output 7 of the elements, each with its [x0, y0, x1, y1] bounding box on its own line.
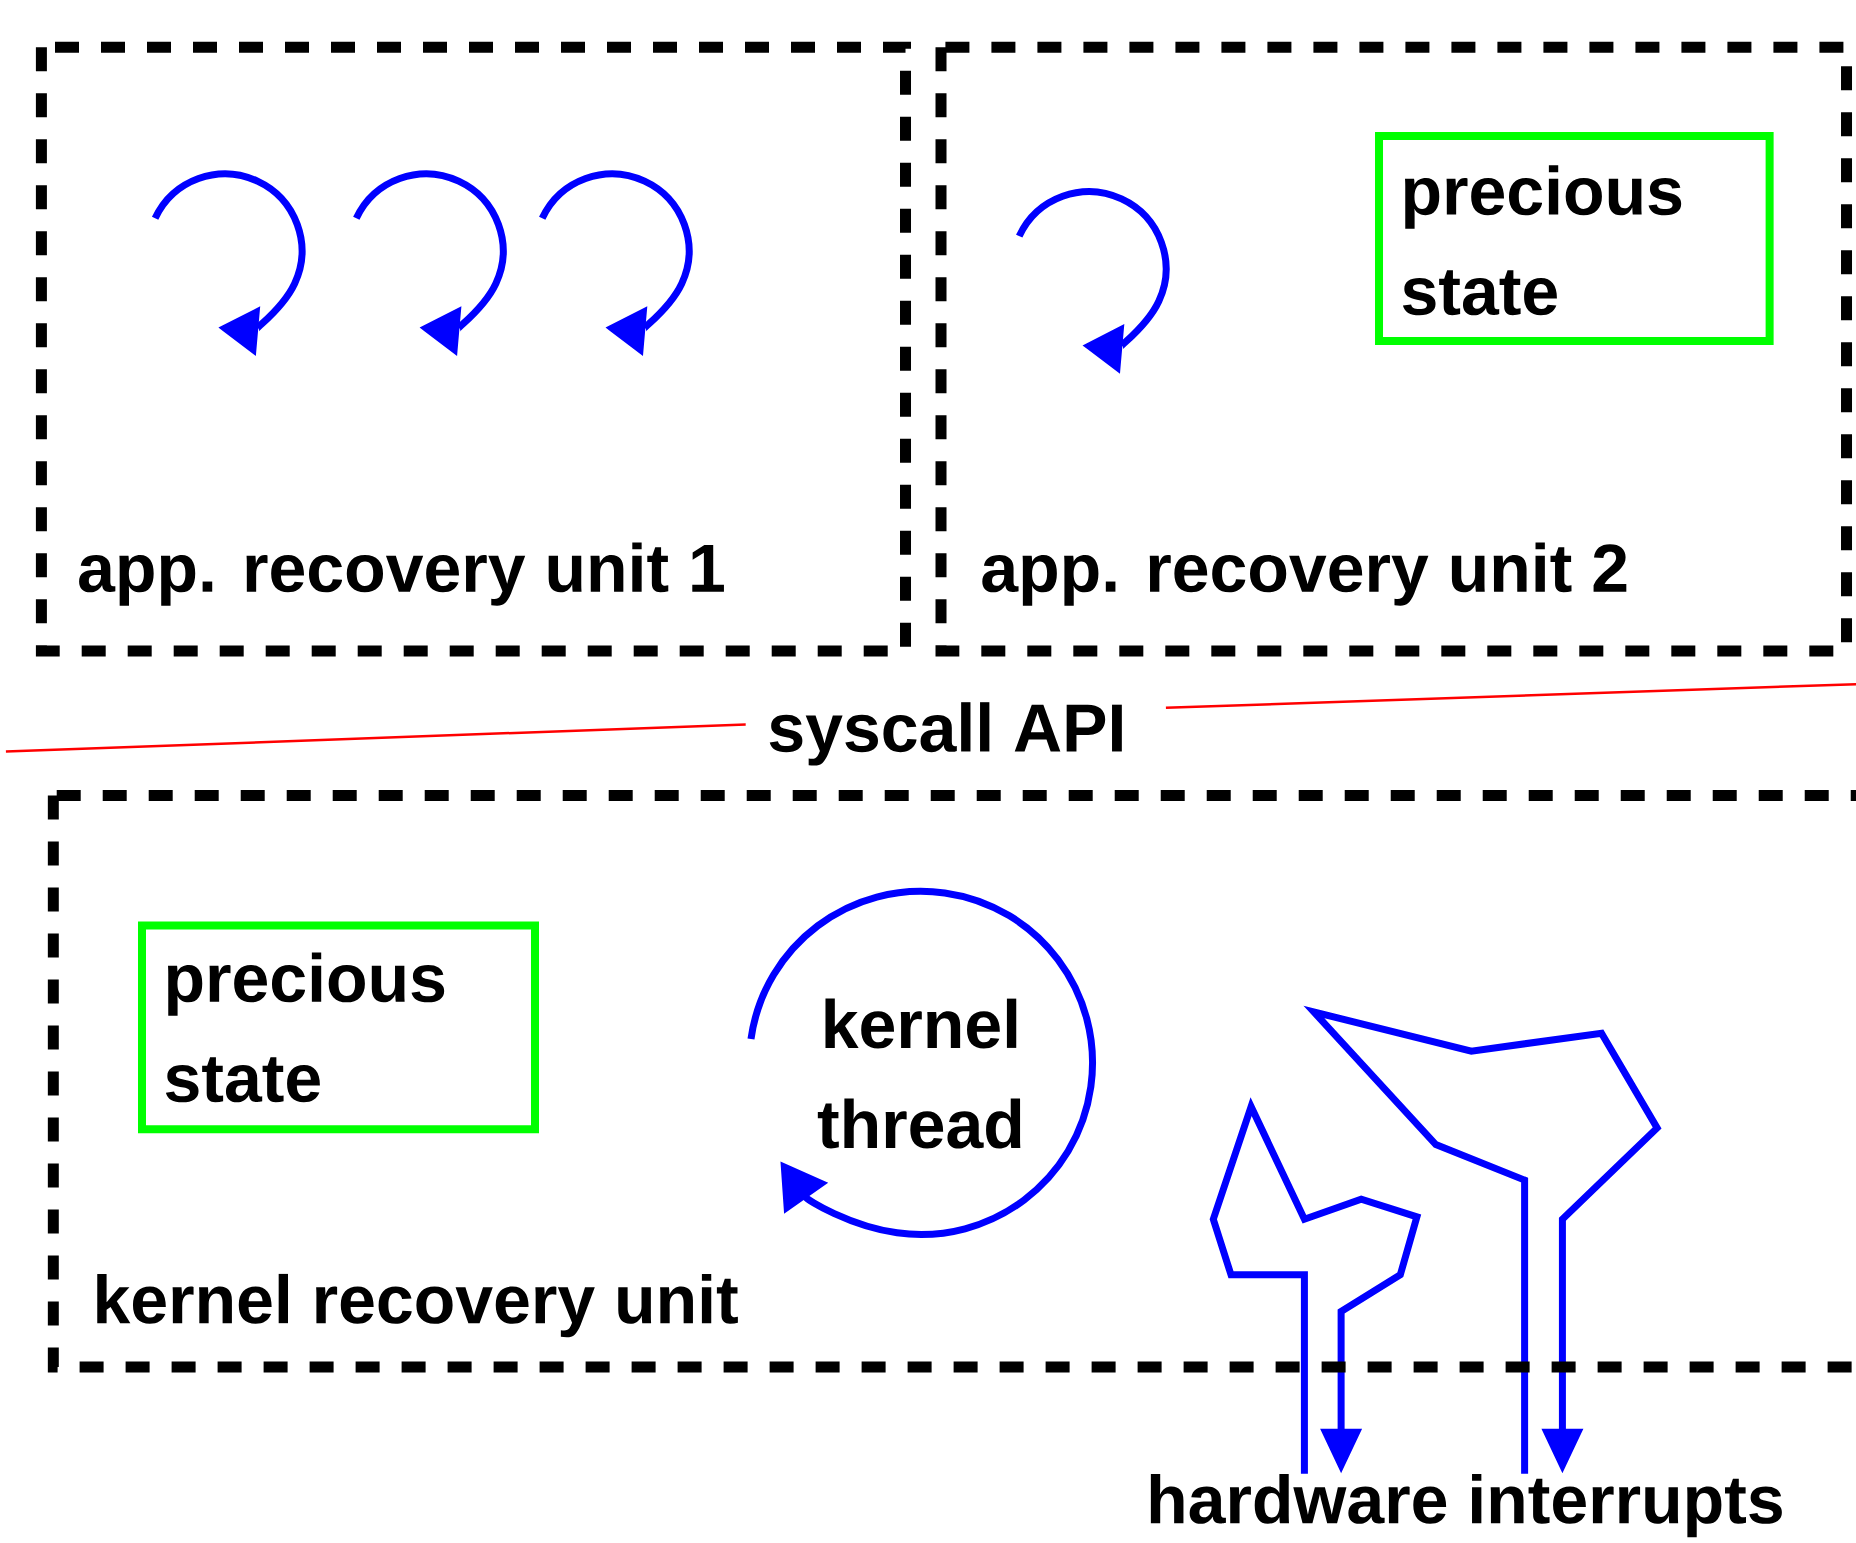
- dashed-region: app. recovery unit 1: [35, 41, 911, 657]
- caption-text: syscall API: [769, 702, 1122, 766]
- caption-text: hardware interrupts: [1150, 1473, 1782, 1538]
- state-box: precious state: [138, 921, 539, 1134]
- thread-loop: kernel thread: [747, 887, 1096, 1238]
- state-box: precious state: [1375, 132, 1774, 345]
- node-label: kernel thread: [817, 998, 1021, 1149]
